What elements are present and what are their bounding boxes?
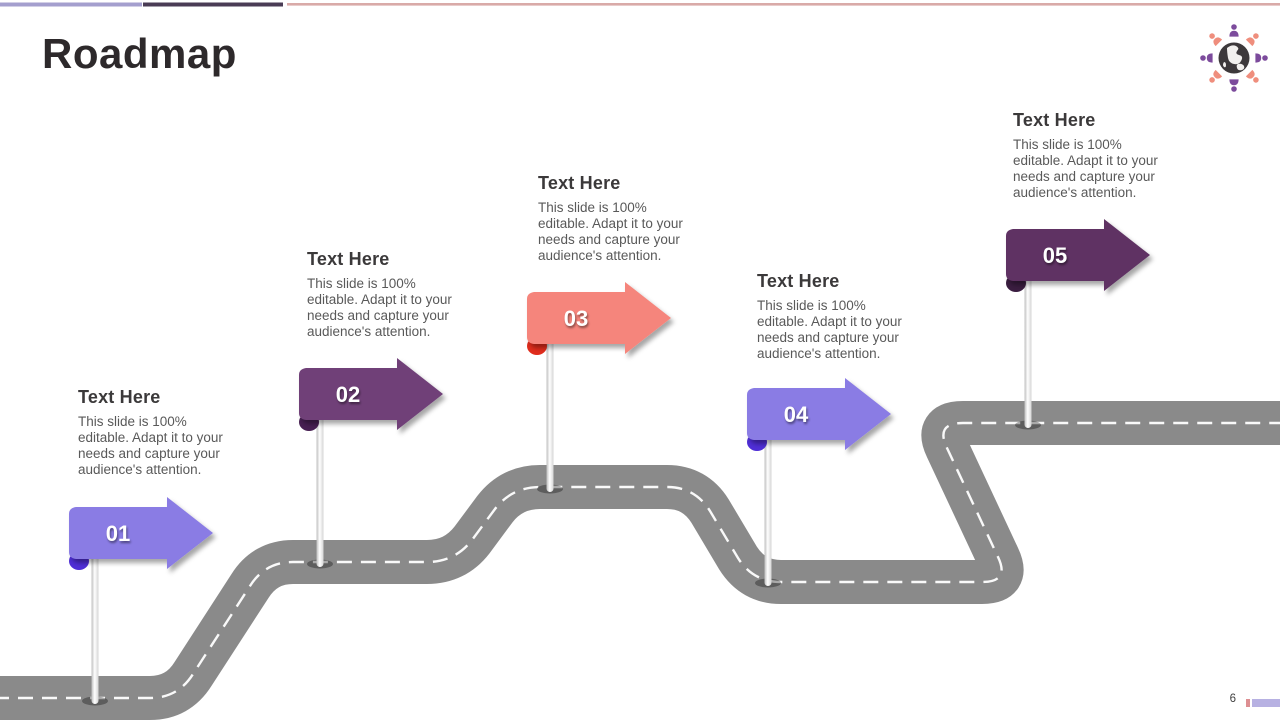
- page-number: 6: [1229, 693, 1236, 705]
- milestone-text-block-03: Text Here This slide is 100% editable. A…: [538, 173, 699, 264]
- milestone-number: 01: [106, 521, 130, 546]
- milestone-flag-05: 05: [1006, 219, 1150, 292]
- milestone-pole-02: [316, 398, 324, 567]
- milestone-description: This slide is 100% editable. Adapt it to…: [78, 414, 223, 477]
- milestone-heading: Text Here: [1013, 110, 1096, 130]
- footer-accent-bars: [1246, 699, 1280, 707]
- milestone-pole-03: [546, 323, 554, 492]
- milestone-number: 03: [564, 306, 588, 331]
- footer-accent-tick: [1246, 699, 1250, 707]
- milestone-heading: Text Here: [307, 249, 390, 269]
- slide-title: Roadmap: [42, 30, 237, 77]
- company-logo: [1200, 24, 1268, 92]
- arrow-flag-shape: [1006, 219, 1150, 291]
- milestone-flag-02: 02: [299, 358, 443, 431]
- arrow-flag-shape: [747, 378, 891, 450]
- milestone-heading: Text Here: [538, 173, 621, 193]
- top-accent-bar-1: [0, 2, 142, 7]
- milestone-description: This slide is 100% editable. Adapt it to…: [757, 298, 902, 361]
- milestone-text-block-01: Text Here This slide is 100% editable. A…: [78, 387, 239, 478]
- milestone-pole-01: [91, 538, 99, 704]
- milestone-number: 05: [1043, 243, 1067, 268]
- milestone-poles: [82, 258, 1041, 706]
- arrow-flag-shape: [299, 358, 443, 430]
- road-center-line: [0, 421, 1280, 700]
- top-accent-bar-3: [287, 3, 1280, 6]
- milestone-heading: Text Here: [757, 271, 840, 291]
- arrow-flag-shape: [527, 282, 671, 354]
- milestone-flag-04: 04: [747, 378, 891, 451]
- milestone-flag-01: 01: [69, 497, 213, 570]
- milestone-description: This slide is 100% editable. Adapt it to…: [307, 276, 452, 339]
- milestone-text-block-05: Text Here This slide is 100% editable. A…: [1013, 110, 1174, 201]
- milestone-pole-04: [764, 418, 772, 586]
- milestone-description: This slide is 100% editable. Adapt it to…: [538, 200, 683, 263]
- milestone-text-block-04: Text Here This slide is 100% editable. A…: [757, 271, 918, 362]
- top-accent-bar-2: [143, 2, 283, 7]
- top-accent-bars: [0, 2, 1280, 7]
- milestone-description: This slide is 100% editable. Adapt it to…: [1013, 137, 1158, 200]
- milestone-heading: Text Here: [78, 387, 161, 407]
- footer-accent-bar: [1252, 699, 1280, 707]
- arrow-flag-shape: [69, 497, 213, 569]
- milestone-text-block-02: Text Here This slide is 100% editable. A…: [307, 249, 468, 340]
- globe-icon: [1218, 42, 1250, 74]
- milestone-pole-05: [1024, 258, 1032, 428]
- milestone-number: 04: [784, 402, 809, 427]
- milestone-number: 02: [336, 382, 360, 407]
- milestone-flag-03: 03: [527, 282, 671, 355]
